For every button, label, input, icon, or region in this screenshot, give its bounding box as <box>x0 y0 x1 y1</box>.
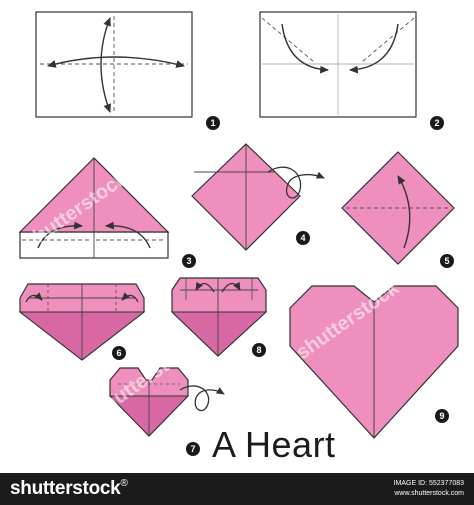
diagram-canvas: shutterstock shutterstock shutterstock <box>18 11 459 439</box>
brand-logo: shutterstock® <box>10 478 128 500</box>
footer-bar: shutterstock® IMAGE ID: 552377083 www.sh… <box>0 473 474 505</box>
step-2-fold-corners <box>259 11 417 118</box>
step-badge: 1 <box>206 116 220 130</box>
step-8-gem-shape <box>170 277 268 357</box>
step-4-diamond <box>191 143 325 251</box>
step-badge: 2 <box>430 116 444 130</box>
step-badge: 6 <box>112 346 126 360</box>
step-9-finished-heart <box>289 285 459 439</box>
step-7-small-heart <box>108 367 225 437</box>
step-5-diamond <box>341 151 455 265</box>
step-6-gem-shape <box>18 283 146 361</box>
step-badge: 8 <box>252 343 266 357</box>
step-badge: 9 <box>435 409 449 423</box>
step-badge: 7 <box>186 442 200 456</box>
step-3-triangle <box>18 157 170 259</box>
brand-name: shutterstock <box>10 478 121 499</box>
site-url: www.shutterstock.com <box>394 490 464 497</box>
step-badge: 5 <box>440 254 454 268</box>
diagram-title: A Heart <box>212 424 336 465</box>
step-badge: 4 <box>296 231 310 245</box>
brand-mark: ® <box>120 478 128 489</box>
step-badge: 3 <box>182 254 196 268</box>
step-1-square-paper <box>35 11 193 118</box>
image-id-label: IMAGE ID: 552377083 <box>393 480 464 487</box>
